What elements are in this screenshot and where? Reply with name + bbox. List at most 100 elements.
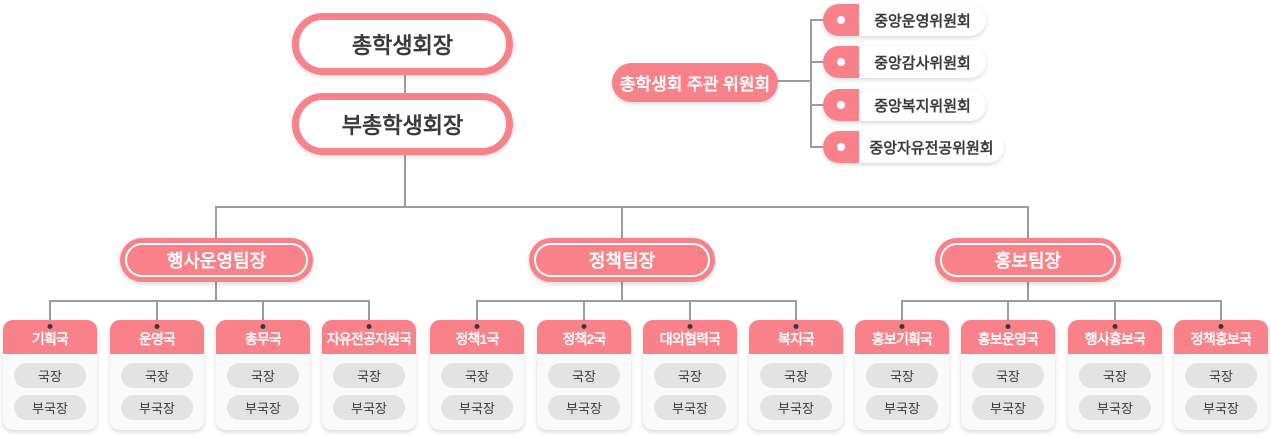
committee-item-cap — [823, 89, 859, 121]
role-pill: 국장 — [333, 363, 405, 388]
bullet-icon — [837, 143, 845, 151]
department-card-body: 국장 부국장 — [1174, 354, 1268, 430]
department-card-header: 홍보기획국 — [855, 320, 949, 354]
role-pill: 국장 — [760, 363, 832, 388]
connector-line — [621, 206, 623, 238]
department-card: 홍보기획국 국장 부국장 — [855, 320, 949, 430]
connector-line — [810, 19, 812, 148]
team-pill-pr: 홍보팀장 — [935, 238, 1121, 282]
committee-item-label: 중앙자유전공위원회 — [859, 131, 1004, 163]
role-pill: 부국장 — [972, 395, 1044, 420]
connector-line — [810, 61, 823, 63]
role-pill: 부국장 — [227, 395, 299, 420]
department-name: 행사홍보국 — [1084, 331, 1146, 347]
committee-title-label: 총학생회 주관 위원회 — [619, 75, 771, 94]
department-card-body: 국장 부국장 — [322, 354, 416, 430]
connector-line — [476, 300, 478, 320]
connector-line — [901, 300, 903, 320]
department-card-header: 정책2국 — [537, 320, 631, 354]
connector-line — [810, 146, 823, 148]
role-pill: 국장 — [227, 363, 299, 388]
department-card-header: 홍보운영국 — [961, 320, 1055, 354]
department-card: 기획국 국장 부국장 — [3, 320, 97, 430]
team-label: 정책팀장 — [588, 251, 656, 271]
committee-item: 중앙복지위원회 — [823, 89, 986, 121]
role-pill: 부국장 — [760, 395, 832, 420]
connector-line — [476, 300, 797, 302]
connector-dot — [1112, 324, 1118, 329]
department-card-header: 대외협력국 — [643, 320, 737, 354]
department-card: 자유전공지원국 국장 부국장 — [322, 320, 416, 430]
committee-item-label: 중앙복지위원회 — [859, 89, 986, 121]
department-card-body: 국장 부국장 — [537, 354, 631, 430]
role-pill: 국장 — [1079, 363, 1151, 388]
connector-dot — [154, 324, 160, 329]
department-card-body: 국장 부국장 — [216, 354, 310, 430]
role-pill: 부국장 — [441, 395, 513, 420]
vice-president-box: 부총학생회장 — [292, 93, 513, 155]
connector-line — [583, 300, 585, 320]
department-card: 정책1국 국장 부국장 — [430, 320, 524, 430]
department-name: 자유전공지원국 — [326, 331, 412, 347]
department-name: 정책2국 — [562, 331, 606, 347]
connector-line — [1220, 300, 1222, 320]
department-name: 대외협력국 — [659, 331, 721, 347]
department-card-header: 운영국 — [110, 320, 204, 354]
department-card-body: 국장 부국장 — [430, 354, 524, 430]
department-name: 총무국 — [244, 331, 282, 347]
role-pill: 국장 — [1185, 363, 1257, 388]
department-card-header: 자유전공지원국 — [322, 320, 416, 354]
team-label: 행사운영팀장 — [166, 251, 267, 271]
role-pill: 부국장 — [333, 395, 405, 420]
department-card-header: 정책홍보국 — [1174, 320, 1268, 354]
department-card-body: 국장 부국장 — [110, 354, 204, 430]
connector-line — [810, 19, 823, 21]
role-pill: 국장 — [972, 363, 1044, 388]
connector-dot — [793, 324, 799, 329]
connector-line — [810, 104, 823, 106]
connector-dot — [687, 324, 693, 329]
department-card-header: 기획국 — [3, 320, 97, 354]
department-card: 정책2국 국장 부국장 — [537, 320, 631, 430]
role-pill: 부국장 — [548, 395, 620, 420]
role-pill: 국장 — [441, 363, 513, 388]
connector-line — [795, 300, 797, 320]
department-name: 정책홍보국 — [1190, 331, 1252, 347]
connector-line — [404, 154, 406, 207]
department-name: 정책1국 — [455, 331, 499, 347]
department-card-body: 국장 부국장 — [643, 354, 737, 430]
connector-line — [262, 300, 264, 320]
department-card-body: 국장 부국장 — [1068, 354, 1162, 430]
department-card-header: 복지국 — [749, 320, 843, 354]
connector-line — [368, 300, 370, 320]
role-pill: 국장 — [866, 363, 938, 388]
connector-line — [621, 282, 623, 301]
team-pill-event-ops: 행사운영팀장 — [120, 238, 313, 282]
connector-dot — [260, 324, 266, 329]
committee-item-cap — [823, 46, 859, 78]
team-pill-policy: 정책팀장 — [529, 238, 715, 282]
connector-dot — [47, 324, 53, 329]
connector-line — [689, 300, 691, 320]
role-pill: 부국장 — [1079, 395, 1151, 420]
vice-president-label: 부총학생회장 — [341, 113, 464, 138]
connector-line — [404, 75, 406, 93]
department-card: 대외협력국 국장 부국장 — [643, 320, 737, 430]
department-card-body: 국장 부국장 — [3, 354, 97, 430]
connector-line — [49, 300, 370, 302]
department-card-header: 총무국 — [216, 320, 310, 354]
connector-line — [1027, 206, 1029, 238]
department-name: 홍보기획국 — [871, 331, 933, 347]
department-card-body: 국장 부국장 — [749, 354, 843, 430]
connector-line — [215, 206, 217, 238]
connector-dot — [899, 324, 905, 329]
department-card: 운영국 국장 부국장 — [110, 320, 204, 430]
connector-dot — [1218, 324, 1224, 329]
role-pill: 부국장 — [654, 395, 726, 420]
role-pill: 국장 — [654, 363, 726, 388]
role-pill: 부국장 — [1185, 395, 1257, 420]
department-card: 정책홍보국 국장 부국장 — [1174, 320, 1268, 430]
department-card: 홍보운영국 국장 부국장 — [961, 320, 1055, 430]
department-name: 운영국 — [138, 331, 176, 347]
